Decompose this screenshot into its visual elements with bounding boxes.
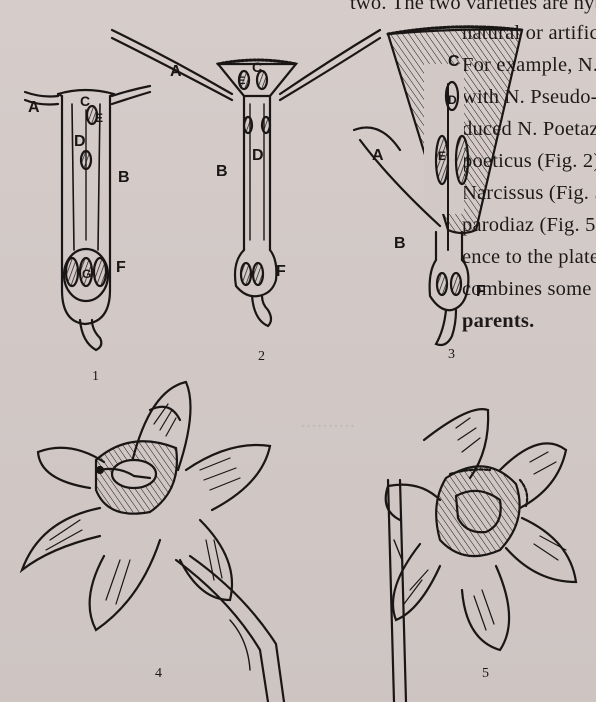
svg-text:D: D bbox=[74, 133, 86, 150]
svg-text:B: B bbox=[216, 163, 228, 180]
svg-text:E: E bbox=[438, 149, 446, 163]
svg-text:B: B bbox=[394, 235, 406, 252]
svg-text:3: 3 bbox=[448, 347, 455, 362]
svg-text:4: 4 bbox=[155, 666, 162, 681]
svg-text:F: F bbox=[116, 259, 126, 276]
svg-text:A: A bbox=[372, 147, 384, 164]
svg-text:1: 1 bbox=[92, 369, 99, 384]
svg-text:B: B bbox=[118, 169, 130, 186]
svg-text:C: C bbox=[80, 93, 90, 109]
svg-text:A: A bbox=[170, 63, 182, 80]
figure-4-labels: 4 bbox=[155, 666, 162, 681]
svg-text:D: D bbox=[448, 93, 457, 107]
svg-text:E: E bbox=[238, 75, 245, 87]
svg-text:G: G bbox=[82, 267, 91, 281]
svg-text:E: E bbox=[95, 111, 103, 125]
svg-text:C: C bbox=[448, 53, 460, 70]
svg-text:5: 5 bbox=[482, 666, 489, 681]
svg-text:A: A bbox=[28, 99, 40, 116]
figure-5-labels: 5 bbox=[482, 666, 489, 681]
svg-text:D: D bbox=[252, 147, 264, 164]
svg-text:2: 2 bbox=[258, 349, 265, 364]
svg-text:F: F bbox=[276, 263, 286, 280]
svg-text:F: F bbox=[476, 283, 486, 300]
svg-text:C: C bbox=[252, 59, 262, 75]
